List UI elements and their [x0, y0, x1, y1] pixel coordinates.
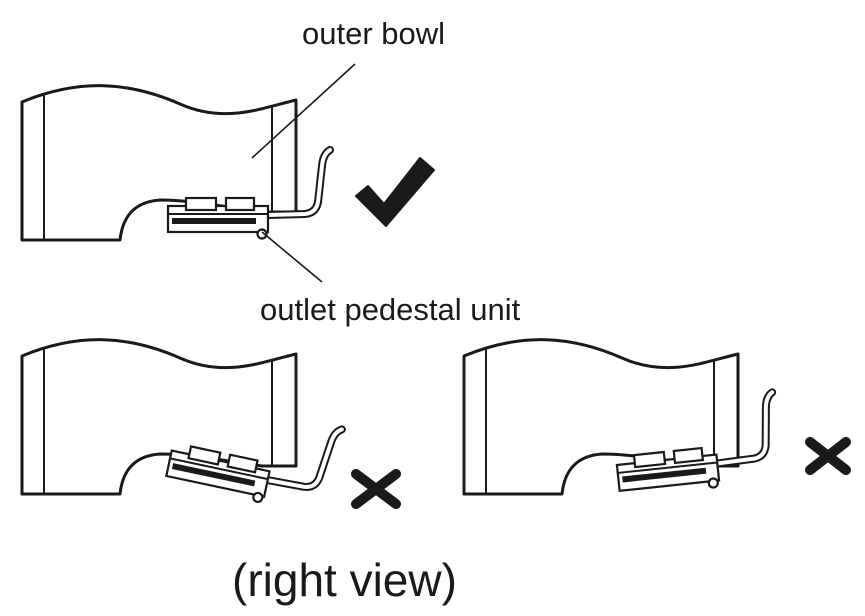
outlet-unit-leader: [261, 231, 323, 283]
outer-bowl-leader: [251, 63, 356, 159]
outlet-pedestal-unit-correct: [168, 150, 330, 239]
outlet-pedestal-unit-label: outlet pedestal unit: [260, 292, 521, 327]
wrong-assembly-left: [20, 338, 342, 516]
outer-bowl-label: outer bowl: [302, 16, 445, 51]
wrong-cross-icon: [805, 437, 851, 475]
wrong-cross-icon: [351, 469, 401, 509]
correct-assembly: [20, 84, 330, 240]
wrong-assembly-right: [462, 338, 781, 498]
outlet-pedestal-unit-shifted: [611, 392, 781, 497]
correct-check-icon: [355, 157, 435, 227]
view-caption: (right view): [232, 554, 457, 606]
outlet-pedestal-unit-tilted: [165, 396, 342, 516]
